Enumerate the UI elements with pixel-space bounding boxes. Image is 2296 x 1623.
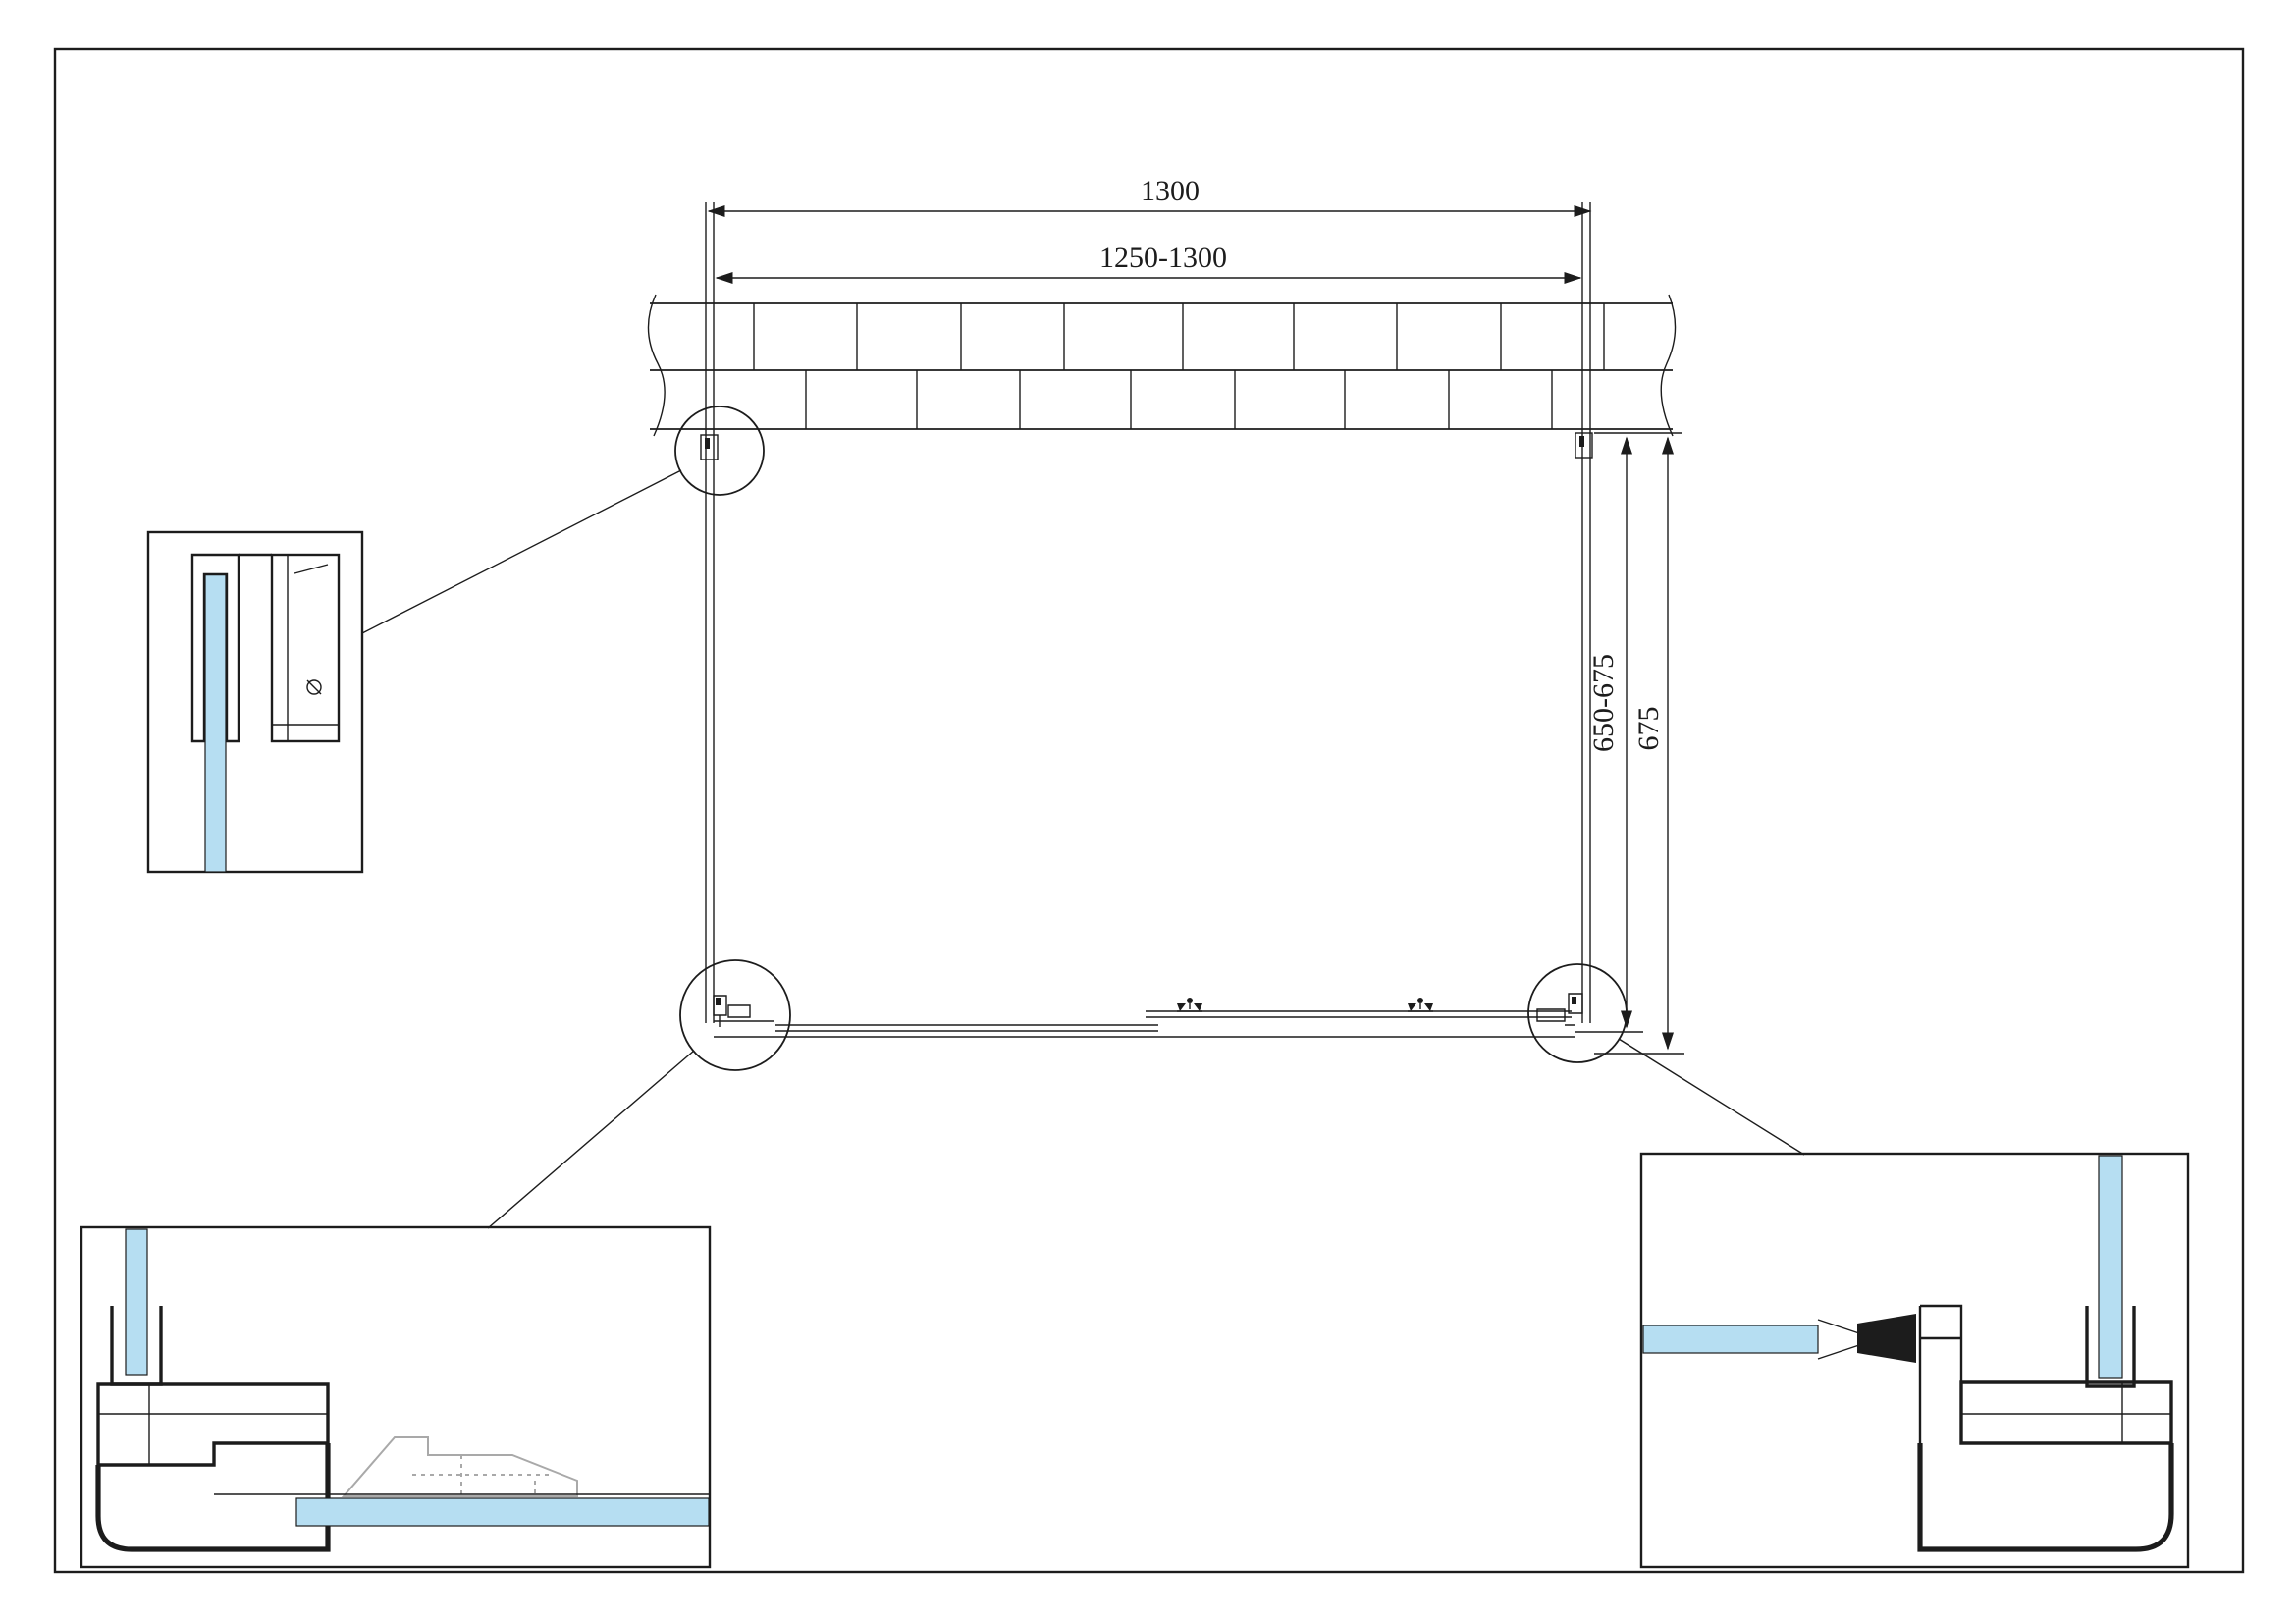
glass-panel-lines: [1581, 202, 1591, 1023]
anchor-fill: [705, 438, 710, 449]
detail-circle-bottom-right: [1527, 963, 1628, 1063]
glass-panel-section: [204, 573, 227, 873]
wall-section: [647, 294, 1677, 437]
anchor-fill: [1579, 436, 1584, 447]
dimension-label-adjust-width: 1250-1300: [1099, 242, 1227, 274]
detail-view-bottom-right: [1639, 1152, 2190, 1569]
wall-bracket-profile: [270, 553, 341, 743]
dimension-right-inner: 650-675: [1575, 432, 1682, 1033]
detail-box: [1639, 1152, 2190, 1569]
corner-assembly-left: [713, 995, 774, 1027]
top-channel-profile: [190, 553, 240, 743]
dimension-label-total-width: 1300: [1141, 175, 1200, 207]
corner-assembly-right: [1536, 993, 1583, 1026]
profile-inner-lines: [272, 555, 339, 741]
drawing-border: [53, 47, 2245, 1574]
dimension-right-outer: 675: [1594, 436, 1684, 1055]
rail-inner-lines: [98, 1384, 328, 1465]
seal-lip-lines: [1817, 1319, 1860, 1360]
side-glass-section: [2098, 1155, 2123, 1379]
rail-inner-lines: [1961, 1382, 2171, 1443]
dimension-label-depth-adjust: 650-675: [1587, 654, 1620, 752]
roller-hanger-icon: [1176, 997, 1203, 1012]
detail-box: [80, 1225, 712, 1569]
main-plan-view: 1300 1250-1300: [361, 175, 1805, 1229]
screw-slot-line: [306, 679, 322, 695]
screw-icon: [306, 679, 322, 695]
detail-view-top-left: [146, 530, 364, 874]
wall-break-right: [1660, 294, 1677, 437]
tile-joints-row2: [805, 370, 1553, 429]
leader-line-bottom-right: [1618, 1038, 1805, 1156]
roller-hanger-icon: [1407, 997, 1434, 1012]
dimension-top-outer: 1300: [707, 175, 1592, 218]
horizontal-glass-section: [295, 1497, 710, 1527]
detail-circle-top-left: [674, 406, 765, 496]
wall-anchor-bracket: [700, 434, 719, 460]
rail-upper-profile: [96, 1382, 330, 1467]
wall-break-left: [647, 294, 666, 437]
door-panel-front: [775, 1024, 1158, 1032]
left-side-panel: [700, 202, 719, 1023]
dimension-label-depth-total: 675: [1632, 707, 1665, 751]
door-panel-back: [1146, 1010, 1572, 1018]
tile-joints-row1: [753, 303, 1605, 370]
detail-view-bottom-left: [80, 1225, 712, 1569]
wall-jamb-profile: [1918, 1304, 1963, 1443]
wall-anchor-bracket: [1575, 432, 1593, 459]
wall-face-lines: [650, 302, 1673, 430]
dimension-top-inner: 1250-1300: [715, 242, 1582, 285]
right-side-panel: [1575, 202, 1593, 1023]
seal-gasket: [1857, 1314, 1916, 1363]
rail-lower-profile: [95, 1443, 331, 1552]
sliding-doors: [713, 993, 1583, 1038]
door-glass-section: [1642, 1325, 1819, 1354]
leader-line-bottom-left: [487, 1050, 695, 1229]
tray-hidden-lines: [412, 1455, 550, 1496]
fixed-glass-section: [125, 1228, 148, 1376]
rail-lower-profile: [1917, 1443, 2174, 1552]
glass-panel-lines: [705, 202, 715, 1023]
detail-circle-bottom-left: [679, 959, 791, 1071]
glass-clamp-profile: [2085, 1306, 2136, 1388]
leader-line-top-left: [361, 469, 682, 634]
rail-upper-profile: [1959, 1380, 2173, 1445]
detail-box: [146, 530, 364, 874]
